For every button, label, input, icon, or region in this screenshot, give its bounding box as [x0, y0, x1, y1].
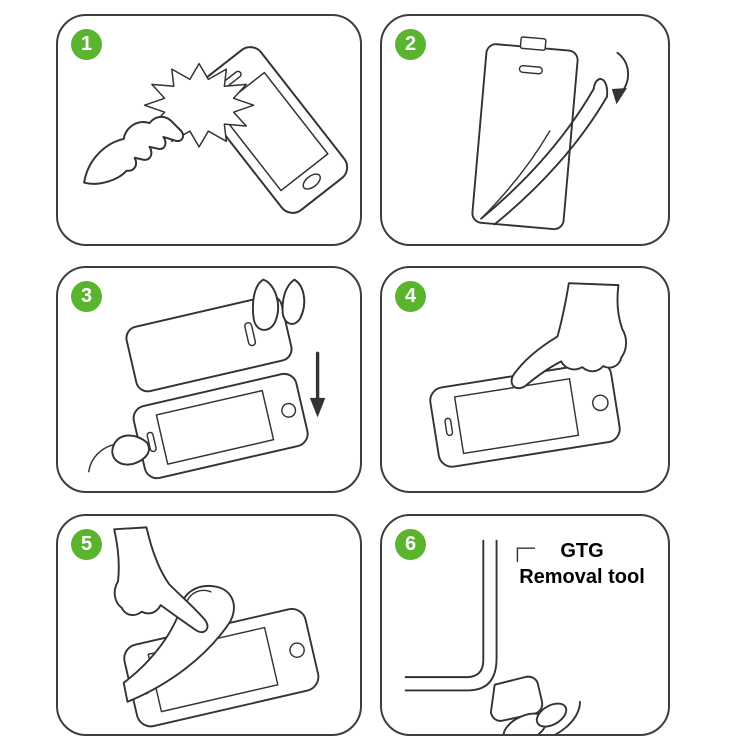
step-1-panel: 1 [56, 14, 362, 246]
removal-tool-illustration [404, 539, 581, 734]
down-arrowhead-icon [309, 397, 326, 418]
step-number-badge: 1 [71, 29, 102, 60]
peel-film-illustration [471, 36, 629, 231]
step-number: 2 [404, 33, 417, 55]
peel-arrow-icon [616, 51, 629, 94]
removal-tool-card [489, 675, 544, 722]
smooth-film-illustration [113, 526, 320, 728]
finger-icon [281, 278, 306, 325]
step-number: 1 [80, 33, 93, 55]
step-number-badge: 5 [71, 529, 102, 560]
step-number: 5 [80, 533, 93, 555]
film-edge [480, 88, 595, 220]
step-number-badge: 6 [395, 529, 426, 560]
label-leader-line [516, 547, 536, 563]
step-5-panel: 5 [56, 514, 362, 736]
align-protector-illustration [88, 278, 326, 480]
hand-icon [83, 115, 184, 185]
film-flap [122, 585, 235, 703]
step-number: 4 [404, 285, 417, 307]
finger-icon [535, 702, 568, 728]
step-number-badge: 2 [395, 29, 426, 60]
film-edge [493, 95, 608, 226]
step-3-panel: 3 [56, 266, 362, 493]
press-screen-illustration [429, 282, 628, 468]
pressing-hand-icon [510, 282, 628, 390]
step-4-panel: 4 [380, 266, 670, 493]
step-number: 3 [80, 285, 93, 307]
step-6-panel: 6 GTG Removal tool [380, 514, 670, 736]
step-number: 6 [404, 533, 417, 555]
cloth-icon [143, 62, 255, 148]
removal-tool-label: GTG Removal tool [504, 538, 660, 590]
peel-arrowhead-icon [611, 88, 628, 105]
thumb-icon [111, 434, 150, 466]
smoothing-hand-icon [113, 526, 209, 634]
step-number-badge: 3 [71, 281, 102, 312]
gtg-label: GTG [560, 540, 604, 562]
step-number-badge: 4 [395, 281, 426, 312]
clean-screen-illustration [83, 46, 349, 214]
glass-corner [404, 539, 485, 679]
removal-tool-text: Removal tool [519, 566, 645, 588]
glass-corner [404, 539, 498, 692]
finger-icon [251, 278, 279, 331]
step-2-panel: 2 [380, 14, 670, 246]
